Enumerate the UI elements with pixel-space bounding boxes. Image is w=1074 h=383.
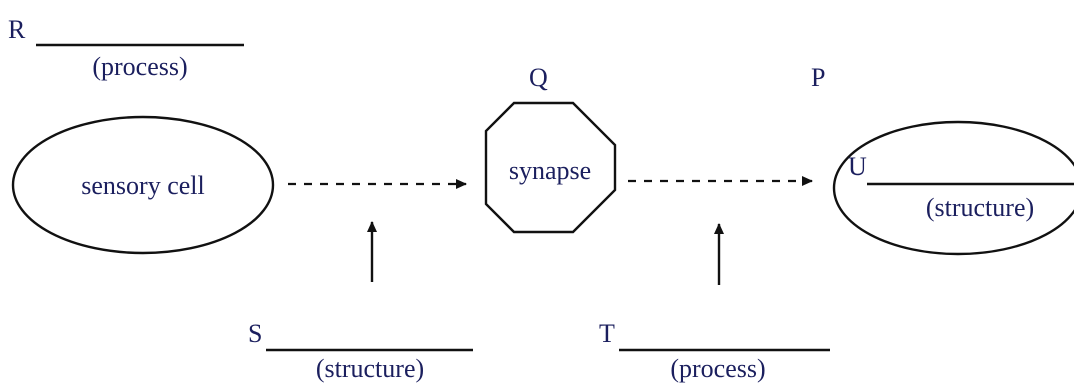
effector-ellipse xyxy=(832,120,1074,256)
hint-r: (process) xyxy=(92,52,187,81)
synapse-label: synapse xyxy=(509,156,591,185)
hint-t: (process) xyxy=(670,354,765,383)
hint-s: (structure) xyxy=(316,354,424,383)
label-p: P xyxy=(811,63,825,92)
label-u: U xyxy=(848,152,867,181)
sensory-cell-ellipse xyxy=(11,115,275,255)
hint-u: (structure) xyxy=(926,193,1034,222)
label-t: T xyxy=(599,319,615,348)
synapse-octagon xyxy=(484,101,617,234)
label-q: Q xyxy=(529,63,548,92)
sensory-cell-label: sensory cell xyxy=(81,171,204,200)
label-s: S xyxy=(248,319,262,348)
label-r: R xyxy=(8,15,26,44)
